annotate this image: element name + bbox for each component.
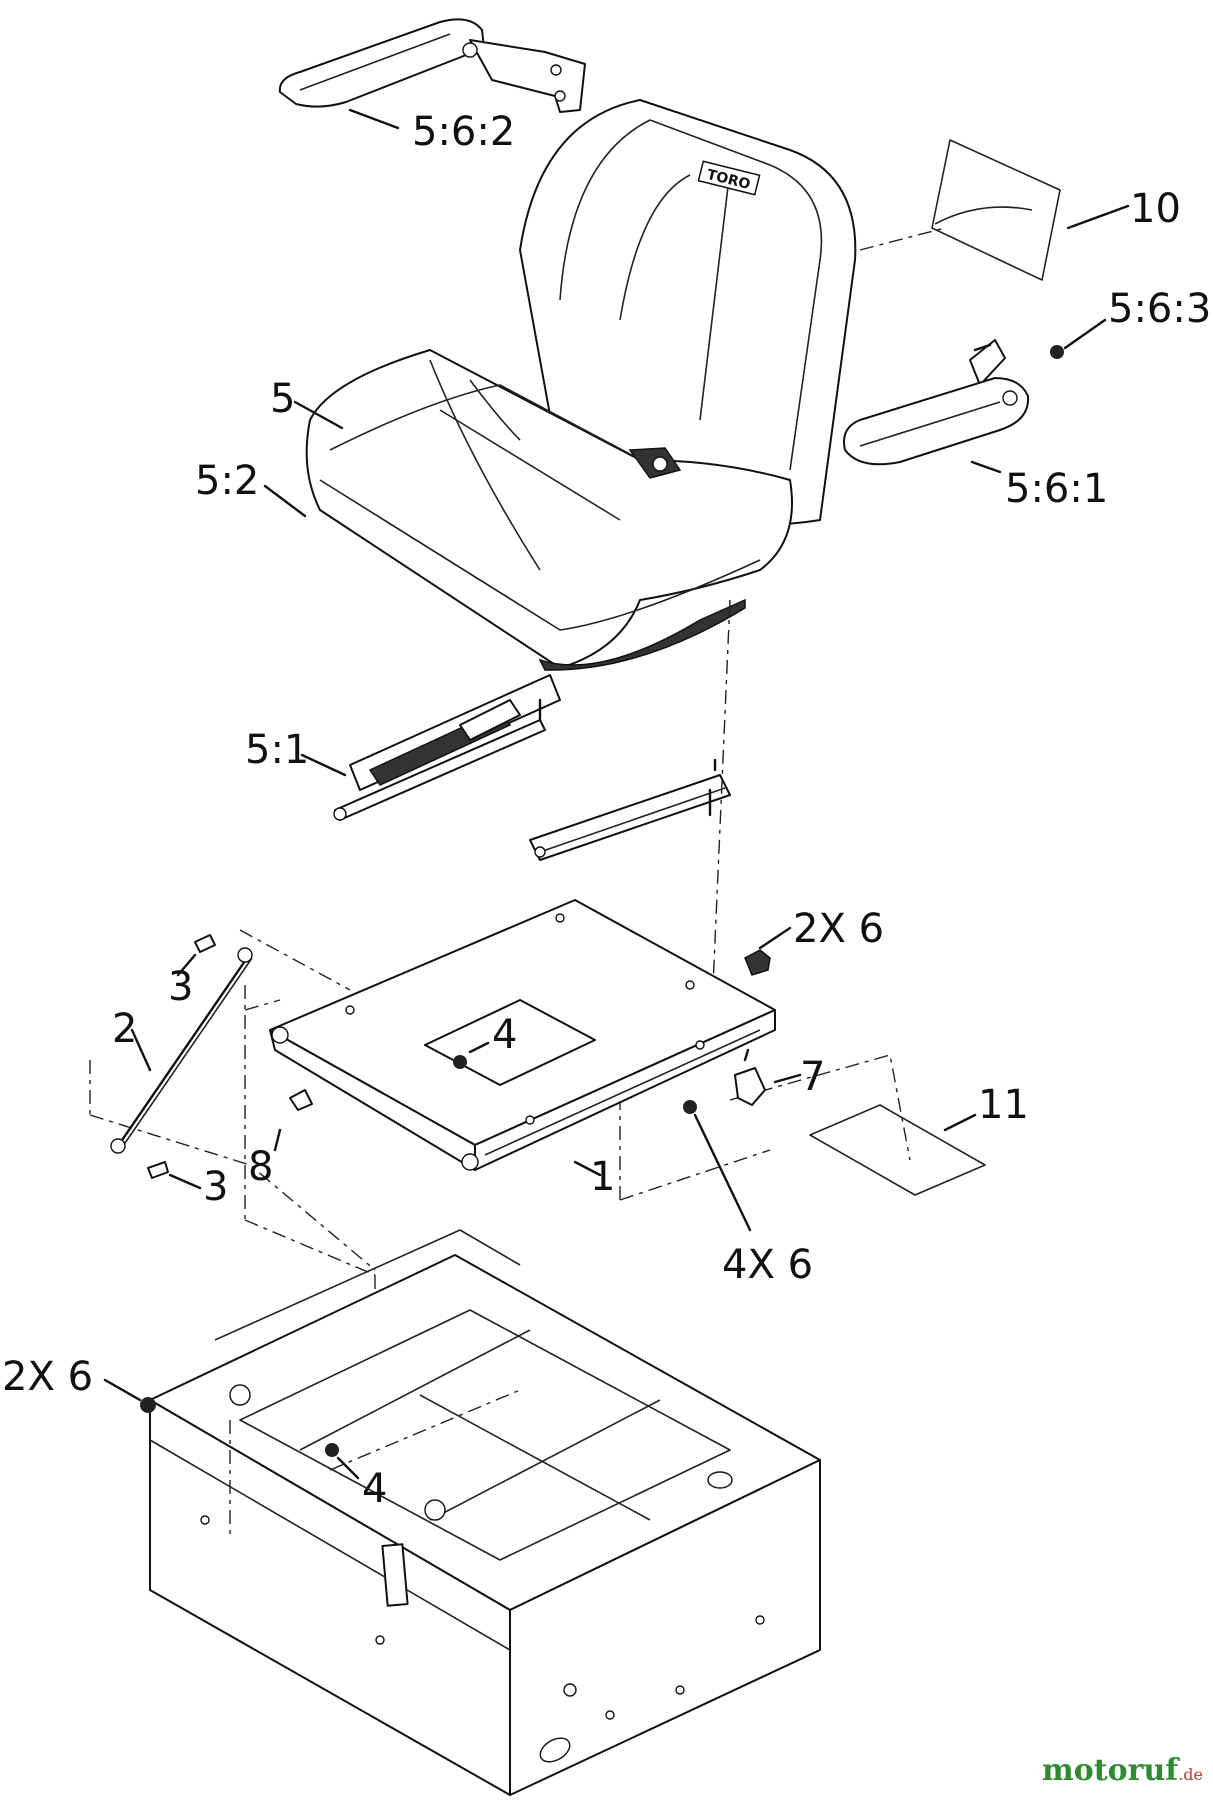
callout-rod: 2 <box>112 1006 137 1052</box>
callout-armrest-right: 5:6:1 <box>1005 466 1108 512</box>
callout-seat: 5 <box>270 376 295 422</box>
callout-nut-frame: 2X 6 <box>2 1354 93 1400</box>
armrest-screw <box>1050 345 1064 359</box>
callout-seat-rail-left: 5:1 <box>245 727 309 773</box>
callout-nut-under: 4X 6 <box>722 1242 813 1288</box>
callout-decal-bottom: 11 <box>978 1082 1029 1128</box>
bumper <box>734 1048 766 1106</box>
frame <box>149 1229 821 1796</box>
callout-armrest-left: 5:6:2 <box>412 109 515 155</box>
callout-bumper: 7 <box>800 1054 825 1100</box>
decal-bottom <box>809 1104 986 1196</box>
seat: TORO <box>305 99 857 671</box>
armrest-right <box>843 339 1030 466</box>
nut-frame <box>140 1397 156 1413</box>
seat-plate <box>269 899 776 1171</box>
callout-nut-plate: 2X 6 <box>793 906 884 952</box>
watermark-tld: .de <box>1178 1765 1203 1784</box>
seat-rail-left <box>333 674 561 821</box>
callout-decal-top: 10 <box>1130 186 1181 232</box>
seat-rail-right <box>529 758 731 861</box>
armrest-left <box>278 18 586 113</box>
callout-bolt-upper: 3 <box>168 964 193 1010</box>
callout-bolt-lower: 3 <box>203 1164 228 1210</box>
callout-seat-plate: 1 <box>590 1154 615 1200</box>
watermark: motoruf.de <box>1042 1753 1203 1788</box>
bolt-upper <box>194 934 216 953</box>
watermark-brand: motoruf <box>1042 1753 1179 1788</box>
bolt-lower <box>147 1161 169 1179</box>
callout-bolt-plate: 4 <box>492 1012 517 1058</box>
callout-bolt-hinge: 8 <box>248 1144 273 1190</box>
rod <box>110 947 253 1154</box>
bolt-frame <box>325 1443 339 1457</box>
callout-armrest-screw: 5:6:3 <box>1108 286 1211 332</box>
bolt-plate <box>453 1055 467 1069</box>
bolt-hinge <box>289 1089 313 1111</box>
callout-bolt-frame: 4 <box>362 1466 387 1512</box>
nut-under <box>683 1100 697 1114</box>
callout-seat-cushion: 5:2 <box>195 458 259 504</box>
nut-plate <box>744 949 771 976</box>
decal-top <box>859 139 1061 281</box>
